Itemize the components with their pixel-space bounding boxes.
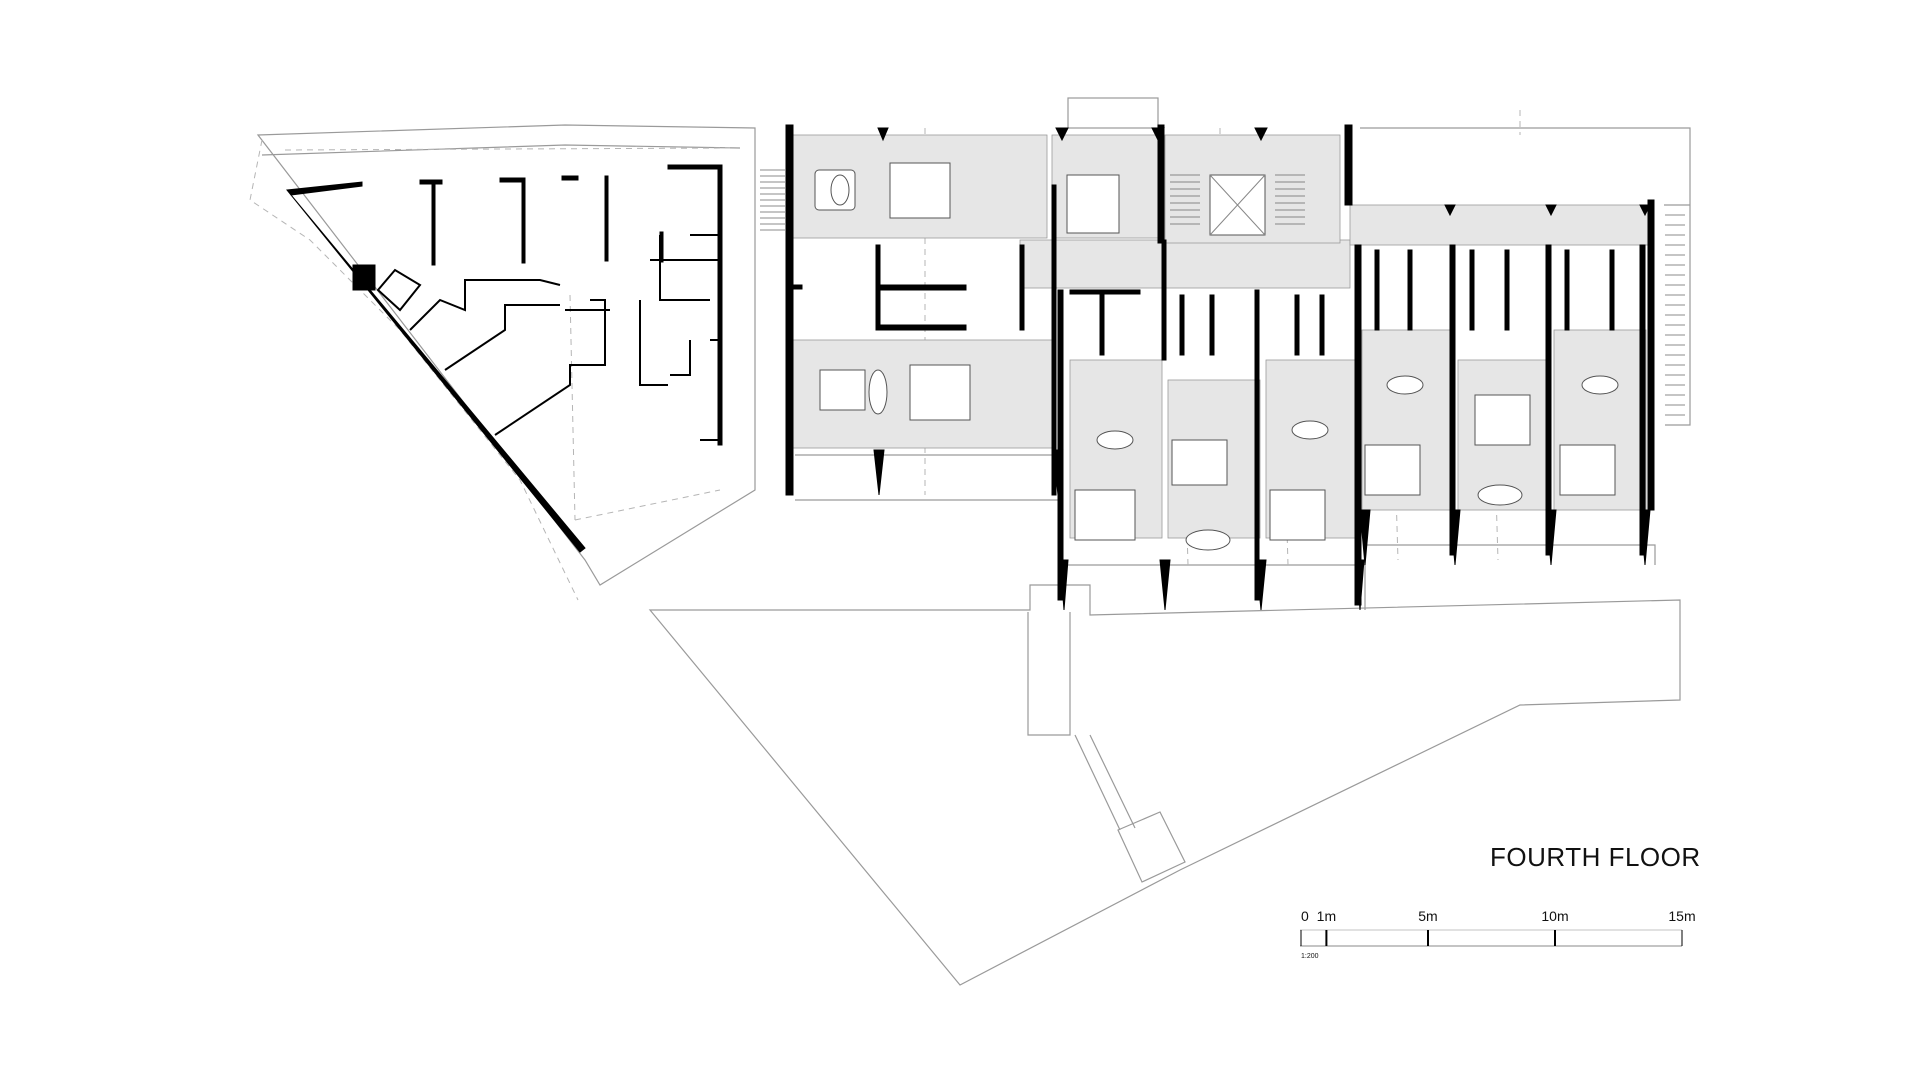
scale-tick-label: 1m [1317,908,1336,924]
walls [286,124,1655,611]
site-outline [256,97,1691,986]
scale-tick-label: 0 [1301,908,1309,924]
fixtures [814,162,1619,551]
floor-title: FOURTH FLOOR [1490,842,1701,872]
scale-tick-label: 10m [1541,908,1568,924]
scale-tick-label: 5m [1418,908,1437,924]
scale-bar: 0 1m 5m 10m 15m 1:200 [1300,908,1696,960]
interior-lines [376,234,721,441]
stairs [760,169,1685,416]
scale-ratio-label: 1:200 [1301,953,1319,960]
scale-tick-label: 15m [1668,908,1695,924]
